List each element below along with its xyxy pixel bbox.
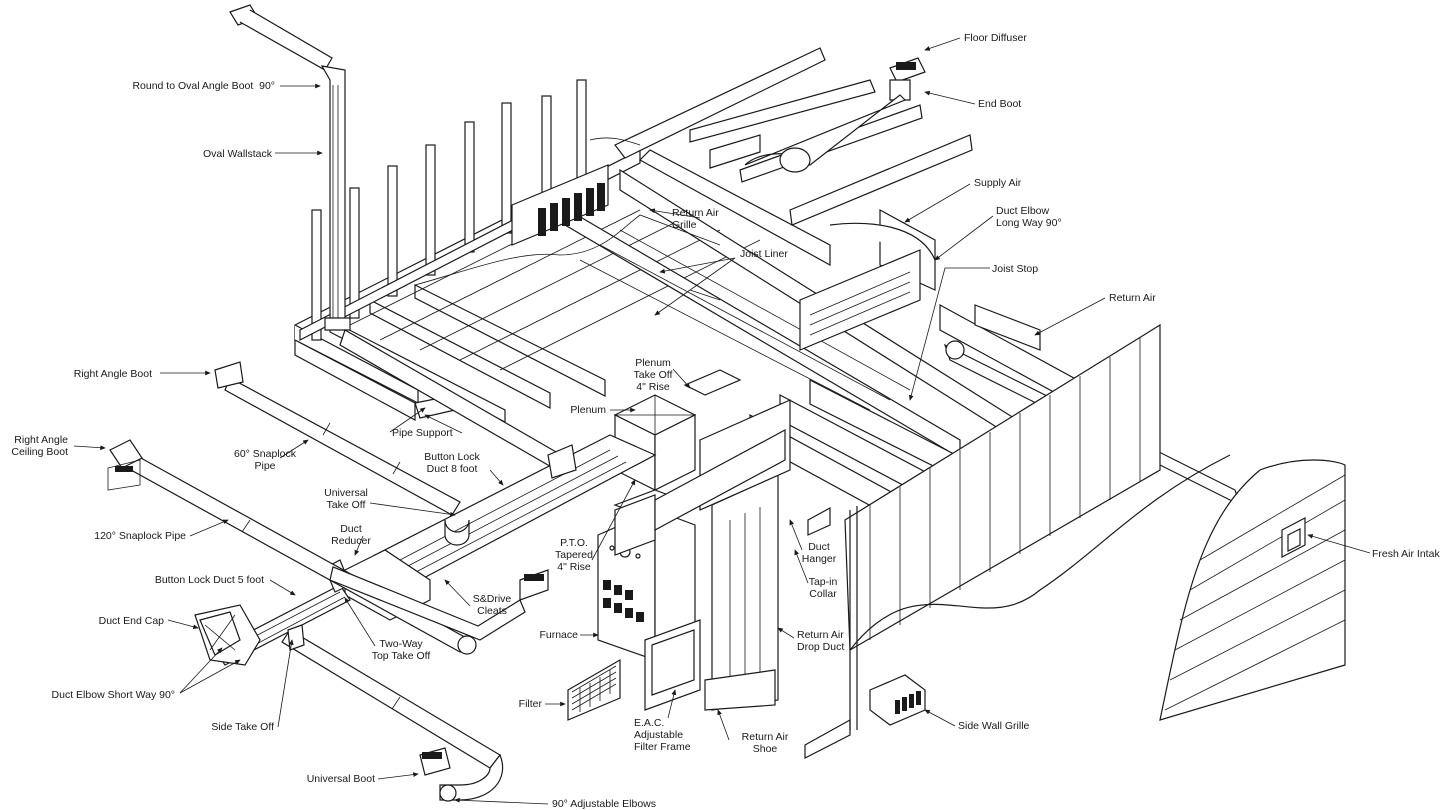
label-supply-air: Supply Air [974,177,1022,189]
label-pipe-support: Pipe Support [392,427,453,439]
label-return-air-drop-duct: Return Air Drop Duct [797,629,845,653]
label-tap-in-collar: Tap-in Collar [808,576,838,600]
label-button-lock-duct-8-foot: Button Lock Duct 8 foot [424,451,480,475]
label-60-snaplock-pipe: 60° Snaplock Pipe [234,448,296,472]
label-end-boot: End Boot [978,98,1022,110]
supply-air-trunk [709,57,936,351]
label-two-way-top-take-off: Two-Way Top Take Off [371,638,431,662]
label-plenum-take-off: Plenum Take Off 4" Rise [633,357,673,393]
label-return-air-grille: Return Air Grille [672,207,719,231]
label-right-angle-ceiling-boot: Right Angle Ceiling Boot [11,434,68,458]
label-filter: Filter [518,698,542,710]
exterior-siding-wall [1159,459,1346,721]
label-eac-filter-frame: E.A.C. Adjustable Filter Frame [634,717,691,753]
label-universal-boot: Universal Boot [306,773,375,785]
label-duct-elbow-short-way: Duct Elbow Short Way 90° [51,689,175,701]
joist-liner [579,229,911,411]
label-duct-end-cap: Duct End Cap [98,615,164,627]
label-duct-hanger: Duct Hanger [801,541,837,565]
label-pto-tapered: P.T.O. Tapered 4" Rise [555,537,593,573]
label-120-snaplock-pipe: 120° Snaplock Pipe [94,530,186,542]
label-side-take-off: Side Take Off [211,721,274,733]
label-round-to-oval-angle-boot: Round to Oval Angle Boot 90° [132,80,275,92]
label-oval-wallstack: Oval Wallstack [202,148,272,160]
supply-trunk-duct [194,428,786,666]
sill-plate [804,506,858,759]
label-joist-liner: Joist Liner [740,248,788,260]
callout-leaders [73,37,1371,805]
return-air-grille [511,164,609,246]
label-side-wall-grille: Side Wall Grille [958,720,1030,732]
label-duct-elbow-long-way: Duct Elbow Long Way 90° [996,205,1062,229]
label-universal-take-off: Universal Take Off [324,487,368,511]
side-wall-grille [869,674,926,726]
label-duct-reducer: Duct Reducer [331,523,371,547]
label-plenum: Plenum [570,404,606,416]
label-button-lock-duct-5-foot: Button Lock Duct 5 foot [154,574,264,586]
label-right-angle-boot: Right Angle Boot [73,368,152,380]
label-return-air-shoe: Return Air Shoe [741,731,789,755]
label-fresh-air-intake: Fresh Air Intake [1372,548,1440,560]
label-90-adjustable-elbows: 90° Adjustable Elbows [552,798,657,810]
label-sdrive-cleats: S&Drive Cleats [472,593,512,617]
snaplock-pipes [107,329,577,802]
label-joist-stop: Joist Stop [992,263,1039,275]
label-return-air: Return Air [1109,292,1156,304]
oval-wallstack [229,4,351,331]
label-furnace: Furnace [539,629,578,641]
label-floor-diffuser: Floor Diffuser [964,32,1027,44]
return-air-duct [844,304,1242,652]
